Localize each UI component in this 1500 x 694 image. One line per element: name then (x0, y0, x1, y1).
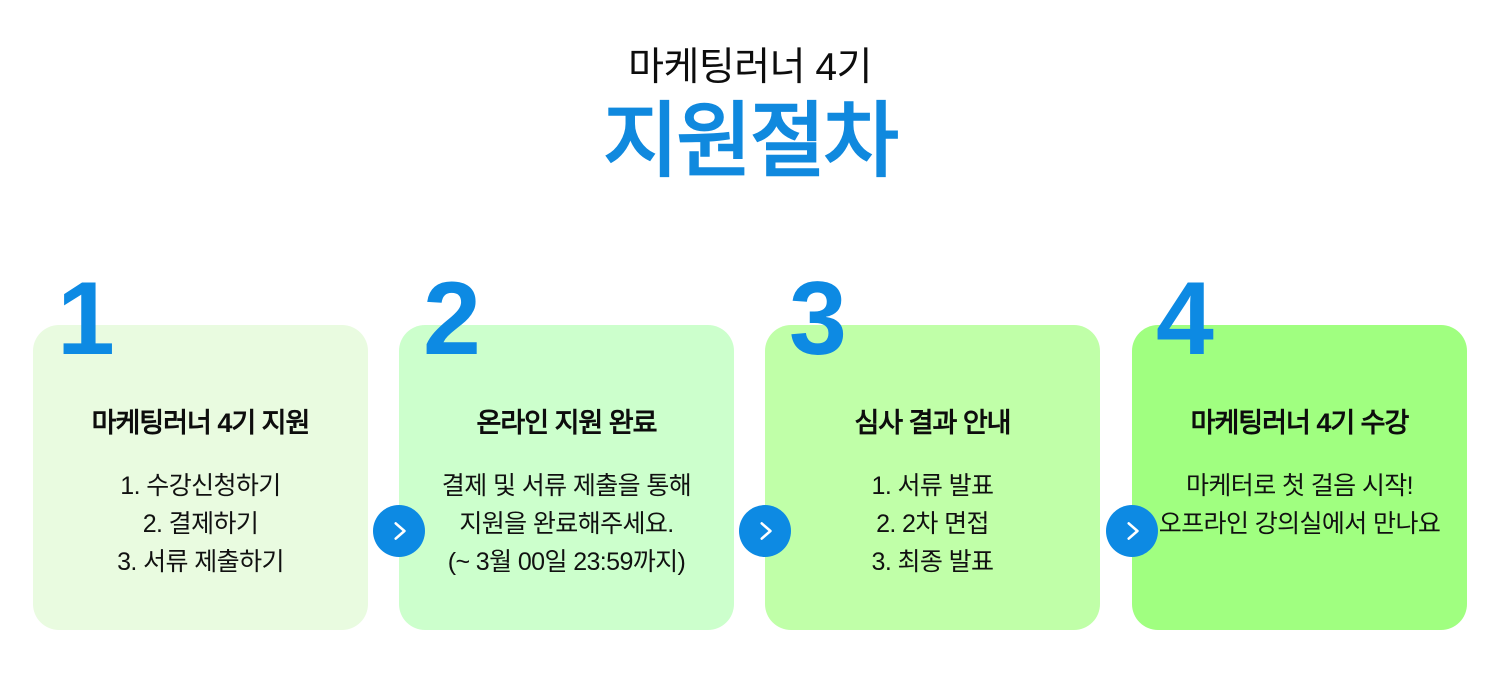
step-body-3: 심사 결과 안내 1. 서류 발표 2. 2차 면접 3. 최종 발표 (783, 407, 1082, 581)
step-body-1: 마케팅러너 4기 지원 1. 수강신청하기 2. 결제하기 3. 서류 제출하기 (51, 407, 350, 581)
step-line: 1. 수강신청하기 (120, 471, 281, 500)
step-card-2: 2 온라인 지원 완료 결제 및 서류 제출을 통해 지원을 완료해주세요. (… (399, 267, 734, 630)
chevron-right-icon (386, 518, 412, 544)
step-line: 3. 서류 제출하기 (117, 547, 284, 576)
step-number-3: 3 (789, 261, 847, 377)
step-lines-4: 마케터로 첫 걸음 시작! 오프라인 강의실에서 만나요 (1150, 467, 1449, 543)
page-eyebrow: 마케팅러너 4기 (628, 46, 872, 89)
step-line: 3. 최종 발표 (871, 547, 995, 576)
page-header: 마케팅러너 4기 지원절차 (0, 46, 1500, 186)
chevron-right-icon (752, 518, 778, 544)
step-lines-3: 1. 서류 발표 2. 2차 면접 3. 최종 발표 (783, 467, 1082, 581)
step-line: 지원을 완료해주세요. (459, 509, 674, 538)
step-lines-2: 결제 및 서류 제출을 통해 지원을 완료해주세요. (~ 3월 00일 23:… (417, 467, 716, 581)
step-line: (~ 3월 00일 23:59까지) (447, 547, 686, 576)
step-lines-1: 1. 수강신청하기 2. 결제하기 3. 서류 제출하기 (51, 467, 350, 581)
step-body-2: 온라인 지원 완료 결제 및 서류 제출을 통해 지원을 완료해주세요. (~ … (417, 407, 716, 581)
step-number-4: 4 (1156, 261, 1214, 377)
step-number-2: 2 (423, 261, 481, 377)
page-title: 지원절차 (603, 95, 899, 187)
steps-container: 1 마케팅러너 4기 지원 1. 수강신청하기 2. 결제하기 3. 서류 제출… (33, 267, 1467, 630)
step-line: 오프라인 강의실에서 만나요 (1158, 509, 1441, 538)
step-connector-3-to-4 (1106, 505, 1158, 557)
step-line: 2. 결제하기 (142, 509, 259, 538)
step-line: 2. 2차 면접 (876, 509, 989, 538)
step-heading-3: 심사 결과 안내 (854, 408, 1011, 438)
step-heading-2: 온라인 지원 완료 (476, 408, 658, 438)
step-line: 마케터로 첫 걸음 시작! (1186, 471, 1414, 500)
step-line: 결제 및 서류 제출을 통해 (441, 471, 692, 500)
step-number-1: 1 (57, 261, 115, 377)
step-body-4: 마케팅러너 4기 수강 마케터로 첫 걸음 시작! 오프라인 강의실에서 만나요 (1150, 407, 1449, 543)
step-heading-1: 마케팅러너 4기 지원 (91, 408, 311, 438)
step-card-3: 3 심사 결과 안내 1. 서류 발표 2. 2차 면접 3. 최종 발표 (765, 267, 1100, 630)
step-heading-4: 마케팅러너 4기 수강 (1190, 408, 1410, 438)
step-card-4: 4 마케팅러너 4기 수강 마케터로 첫 걸음 시작! 오프라인 강의실에서 만… (1132, 267, 1467, 630)
step-connector-1-to-2 (373, 505, 425, 557)
chevron-right-icon (1119, 518, 1145, 544)
step-card-1: 1 마케팅러너 4기 지원 1. 수강신청하기 2. 결제하기 3. 서류 제출… (33, 267, 368, 630)
step-line: 1. 서류 발표 (871, 471, 995, 500)
step-connector-2-to-3 (739, 505, 791, 557)
